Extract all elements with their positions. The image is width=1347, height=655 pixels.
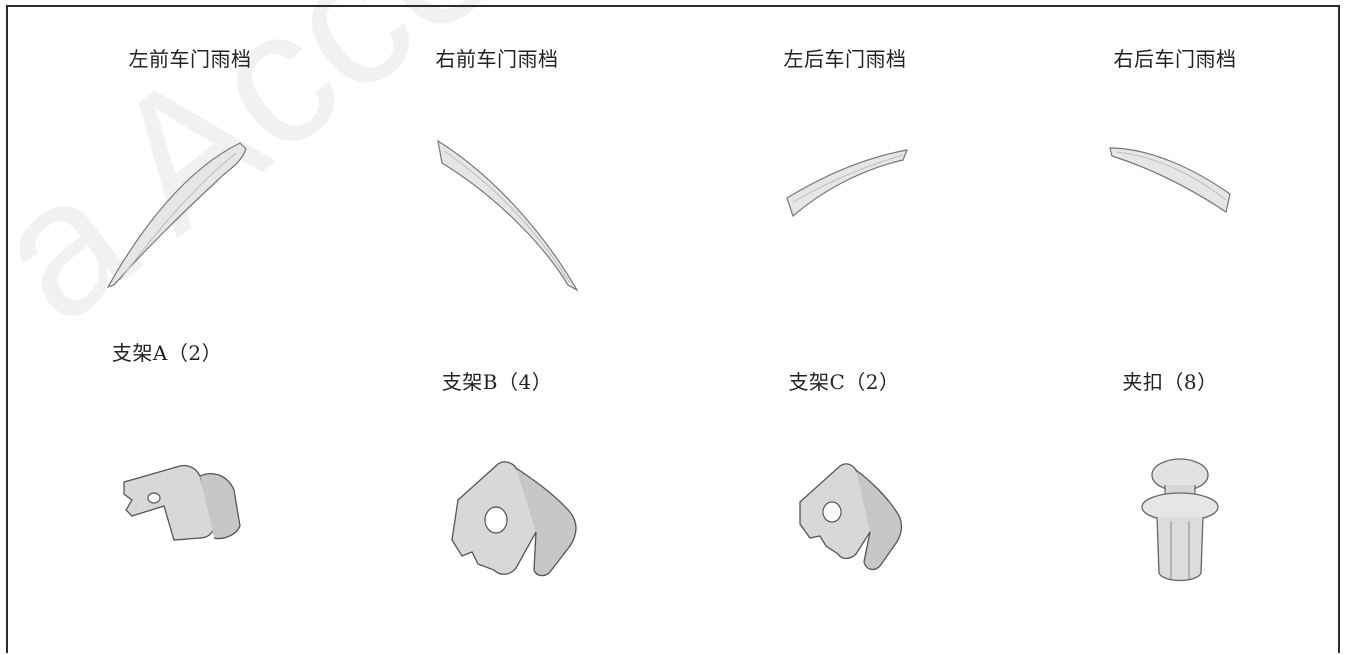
clip-label: 夹扣（8） xyxy=(1122,370,1218,394)
bracket-b-label: 支架B（4） xyxy=(441,370,553,394)
right-front-door-visor-label: 右前车门雨档 xyxy=(435,47,559,71)
right-rear-door-visor-image xyxy=(1109,147,1231,213)
left-front-door-visor-image xyxy=(106,142,247,289)
left-rear-door-visor-label: 左后车门雨档 xyxy=(783,47,907,71)
bracket-c-image xyxy=(799,463,903,571)
left-front-door-visor-label: 左前车门雨档 xyxy=(128,47,252,71)
bracket-a-label: 支架A（2） xyxy=(111,341,223,365)
bracket-b-image xyxy=(451,461,577,577)
left-rear-door-visor-image xyxy=(786,149,908,218)
right-rear-door-visor-label: 右后车门雨档 xyxy=(1113,47,1237,71)
right-front-door-visor-image xyxy=(437,139,579,292)
bracket-a-image xyxy=(123,464,241,541)
clip-image xyxy=(1141,458,1219,582)
bracket-c-label: 支架C（2） xyxy=(788,370,900,394)
diagram-frame xyxy=(6,5,1340,653)
